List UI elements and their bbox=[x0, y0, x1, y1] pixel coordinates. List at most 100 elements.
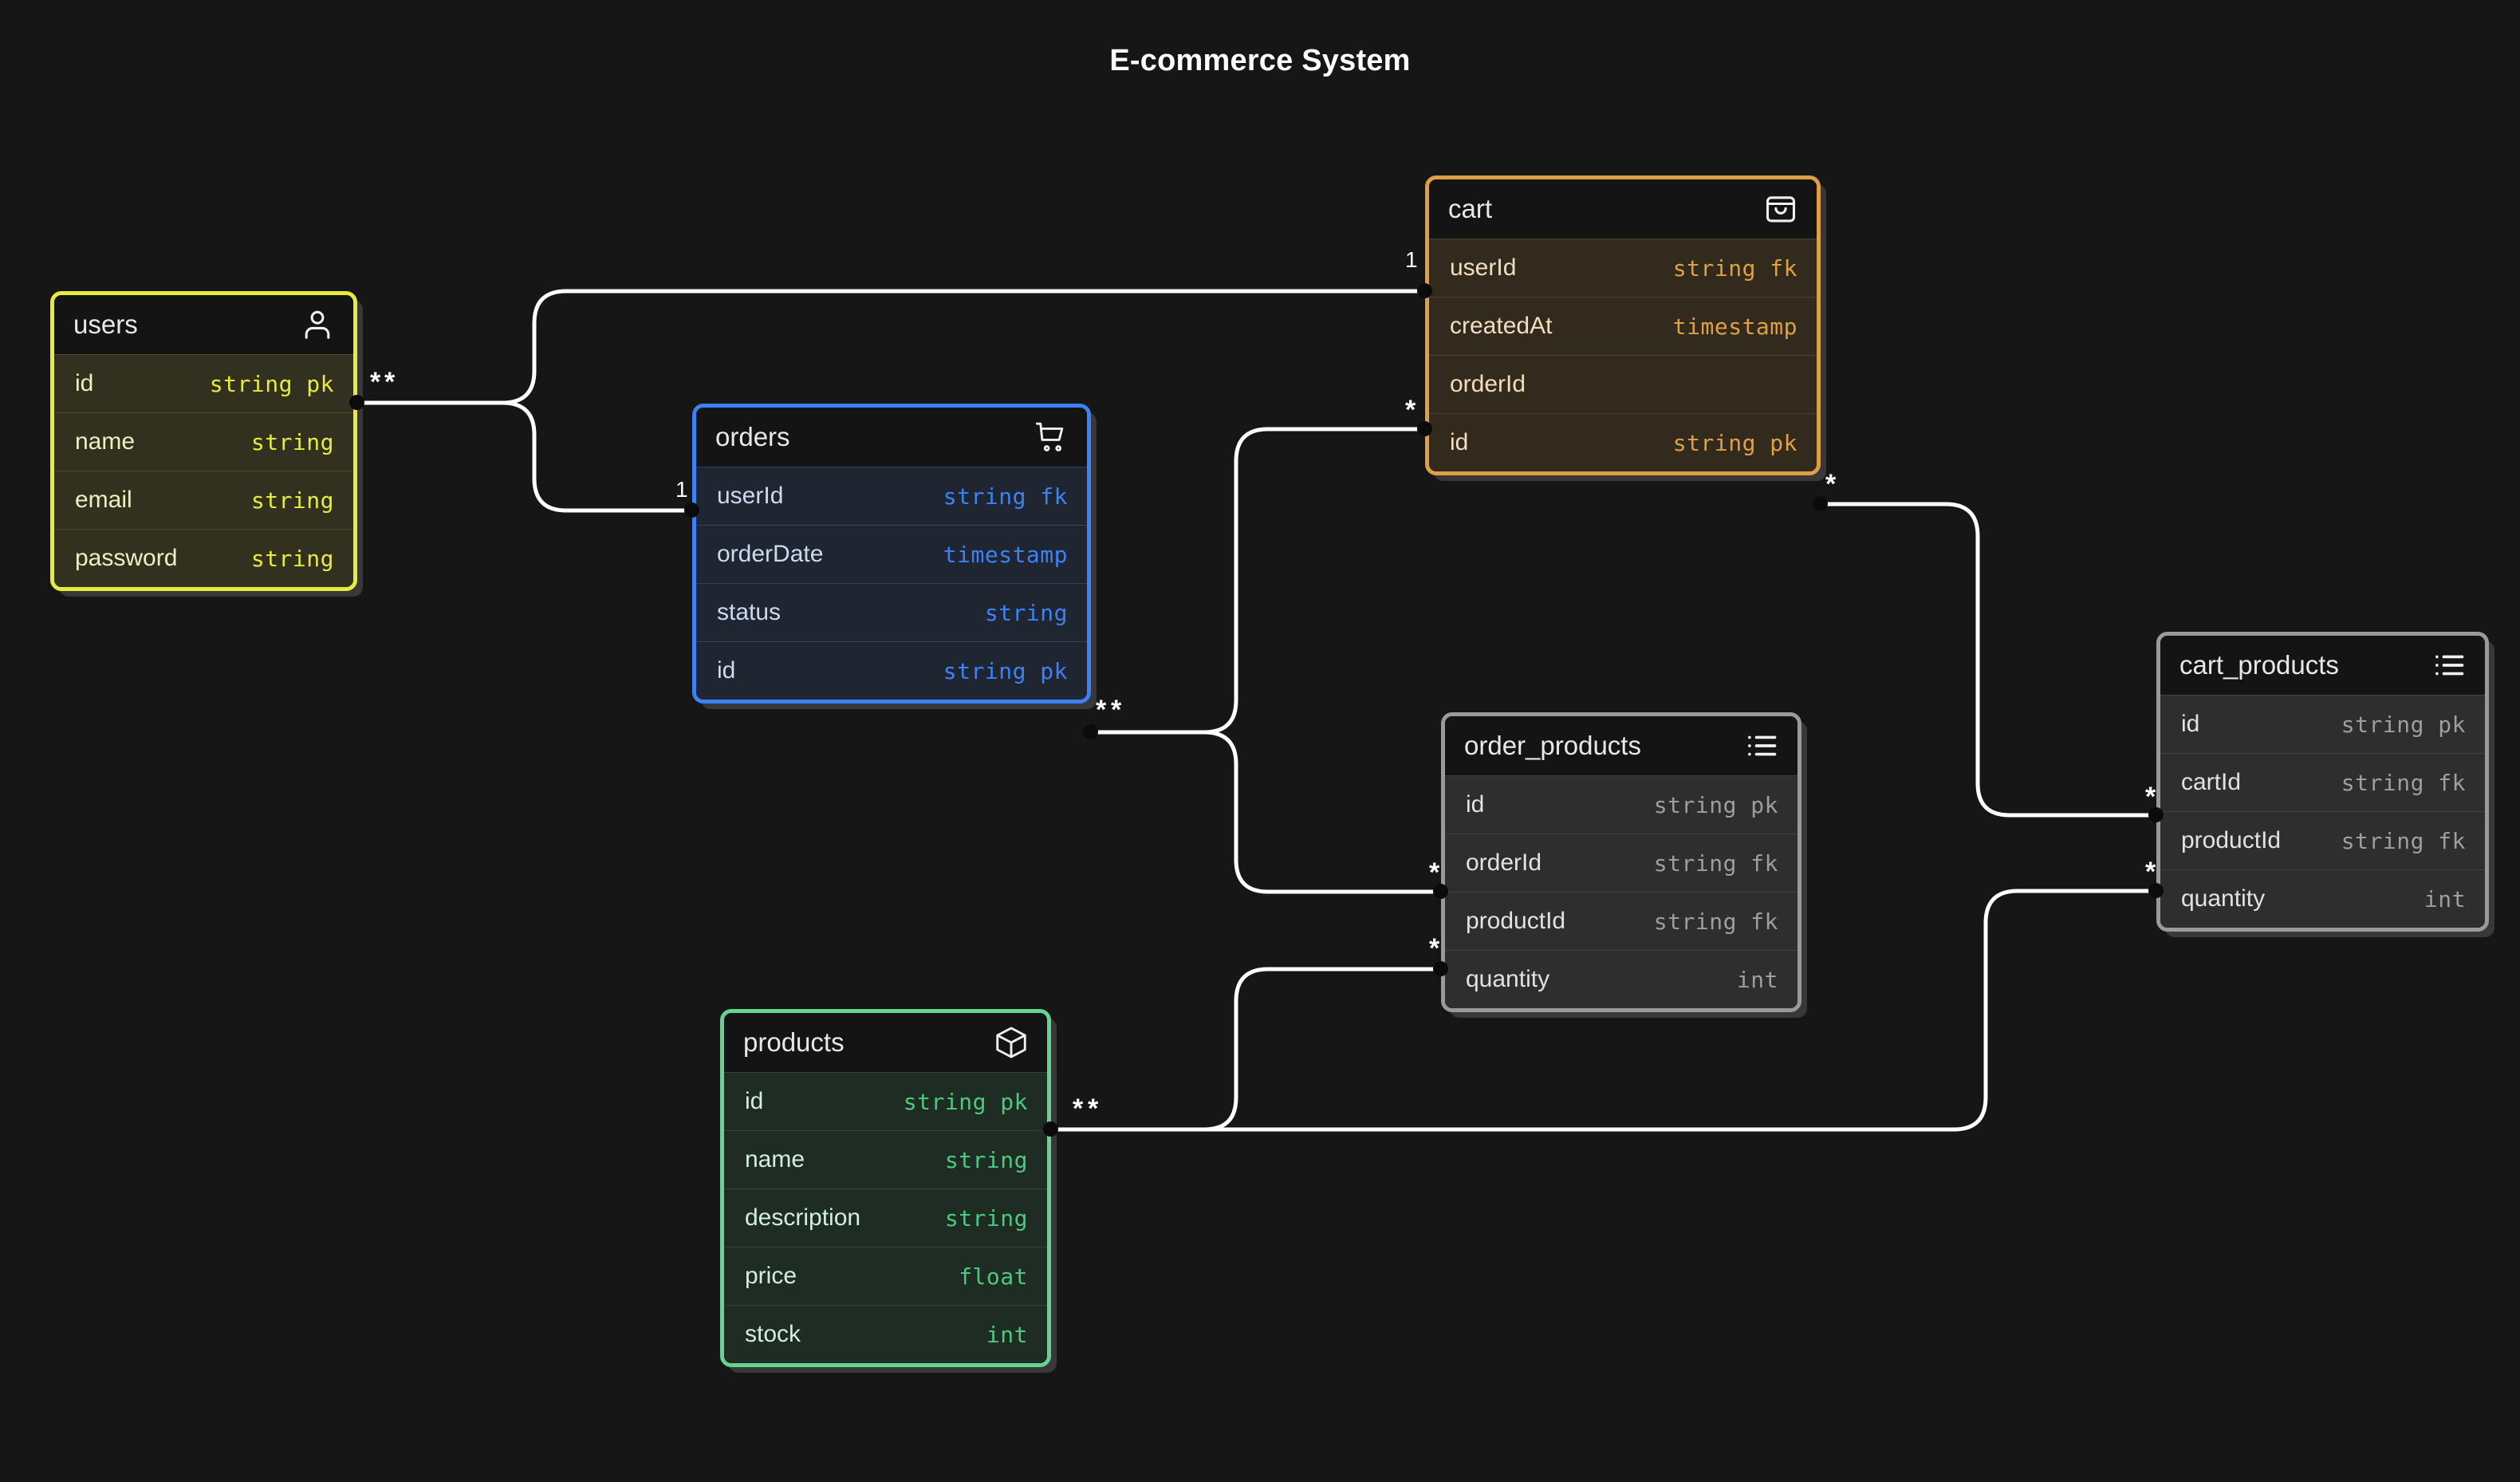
attribute-type: string pk bbox=[903, 1088, 1028, 1115]
entity-header-cart: cart bbox=[1429, 179, 1817, 238]
page-title: E-commerce System bbox=[1109, 44, 1411, 77]
attribute-name: quantity bbox=[1466, 966, 1550, 992]
relationship-endpoint-dot bbox=[2148, 883, 2164, 898]
cardinality-label: 1 bbox=[675, 477, 688, 502]
entity-title: users bbox=[73, 309, 138, 339]
attribute-type: string pk bbox=[1653, 791, 1778, 818]
attribute-type: string bbox=[984, 599, 1068, 626]
attribute-type: string pk bbox=[1672, 429, 1797, 456]
attribute-row[interactable]: id string pk bbox=[2160, 695, 2485, 753]
entity-header-order_products: order_products bbox=[1445, 716, 1797, 775]
attribute-name: productId bbox=[2181, 827, 2282, 853]
entity-title: cart_products bbox=[2179, 650, 2339, 680]
attribute-name: password bbox=[75, 545, 178, 571]
cardinality-label: * bbox=[384, 367, 396, 397]
cardinality-label: 1 bbox=[1405, 247, 1418, 272]
user-icon bbox=[299, 306, 336, 343]
attribute-name: description bbox=[745, 1204, 861, 1231]
entity-header-products: products bbox=[724, 1013, 1047, 1072]
attribute-name: orderId bbox=[1466, 849, 1542, 876]
entity-header-users: users bbox=[54, 295, 353, 354]
attribute-row[interactable]: productId string fk bbox=[2160, 811, 2485, 869]
attribute-row[interactable]: price float bbox=[724, 1247, 1047, 1305]
entity-title: cart bbox=[1448, 194, 1493, 223]
attribute-type: string bbox=[250, 487, 334, 514]
attribute-name: id bbox=[717, 657, 736, 684]
list-icon bbox=[2431, 647, 2467, 684]
attribute-type: string fk bbox=[2341, 827, 2466, 854]
attribute-name: id bbox=[2181, 711, 2200, 737]
attribute-type: string pk bbox=[2341, 711, 2466, 738]
attribute-name: quantity bbox=[2181, 885, 2266, 912]
cardinality-label: * bbox=[1111, 695, 1122, 725]
attribute-row[interactable]: id string pk bbox=[1445, 775, 1797, 834]
attribute-name: id bbox=[75, 370, 94, 396]
edge-users-to-orders bbox=[355, 400, 695, 513]
attribute-type: int bbox=[2424, 885, 2466, 912]
edge-users-to-cart bbox=[355, 289, 1427, 405]
attribute-row[interactable]: email string bbox=[54, 471, 353, 529]
attribute-type: string fk bbox=[1653, 849, 1778, 877]
attribute-name: stock bbox=[745, 1321, 801, 1347]
attribute-row[interactable]: orderId bbox=[1429, 355, 1817, 413]
attribute-name: id bbox=[745, 1088, 764, 1114]
relationship-endpoint-dot bbox=[684, 503, 699, 518]
entity-title: orders bbox=[715, 422, 790, 451]
relationship-endpoint-dot bbox=[1043, 1121, 1058, 1137]
edge-cart-to-cartproducts bbox=[1818, 502, 2159, 818]
attribute-name: name bbox=[745, 1146, 805, 1173]
attribute-name: createdAt bbox=[1450, 313, 1553, 339]
attribute-row[interactable]: id string pk bbox=[696, 641, 1087, 700]
attribute-row[interactable]: quantity int bbox=[1445, 950, 1797, 1008]
attribute-name: productId bbox=[1466, 908, 1566, 934]
shopping-bag-icon bbox=[1762, 191, 1799, 227]
attribute-row[interactable]: userId string fk bbox=[696, 467, 1087, 525]
edge-orders-to-orderproducts bbox=[1089, 730, 1443, 894]
relationship-endpoint-dot bbox=[349, 395, 364, 410]
attribute-type: int bbox=[1736, 966, 1778, 993]
cardinality-label: * bbox=[1429, 933, 1440, 964]
attribute-name: status bbox=[717, 599, 782, 625]
attribute-row[interactable]: orderId string fk bbox=[1445, 834, 1797, 892]
attribute-name: userId bbox=[717, 483, 784, 509]
cardinality-label: * bbox=[370, 367, 381, 397]
attribute-type: float bbox=[959, 1263, 1028, 1290]
attribute-type: string fk bbox=[943, 483, 1068, 510]
attribute-type: string fk bbox=[2341, 769, 2466, 796]
attribute-row[interactable]: status string bbox=[696, 583, 1087, 641]
attribute-name: email bbox=[75, 487, 132, 513]
attribute-row[interactable]: productId string fk bbox=[1445, 892, 1797, 950]
attribute-type: string fk bbox=[1653, 908, 1778, 935]
attribute-name: price bbox=[745, 1263, 797, 1289]
edge-orders-to-cart bbox=[1089, 427, 1427, 735]
attribute-type: timestamp bbox=[943, 541, 1068, 568]
attribute-row[interactable]: id string pk bbox=[724, 1072, 1047, 1130]
cardinality-label: * bbox=[1825, 469, 1837, 499]
attribute-type: string pk bbox=[943, 657, 1068, 684]
cardinality-label: * bbox=[1073, 1094, 1084, 1124]
attribute-name: id bbox=[1466, 791, 1485, 818]
attribute-row[interactable]: quantity int bbox=[2160, 869, 2485, 928]
cube-icon bbox=[993, 1024, 1030, 1061]
attribute-name: orderId bbox=[1450, 371, 1526, 397]
cardinality-label: * bbox=[1096, 695, 1107, 725]
